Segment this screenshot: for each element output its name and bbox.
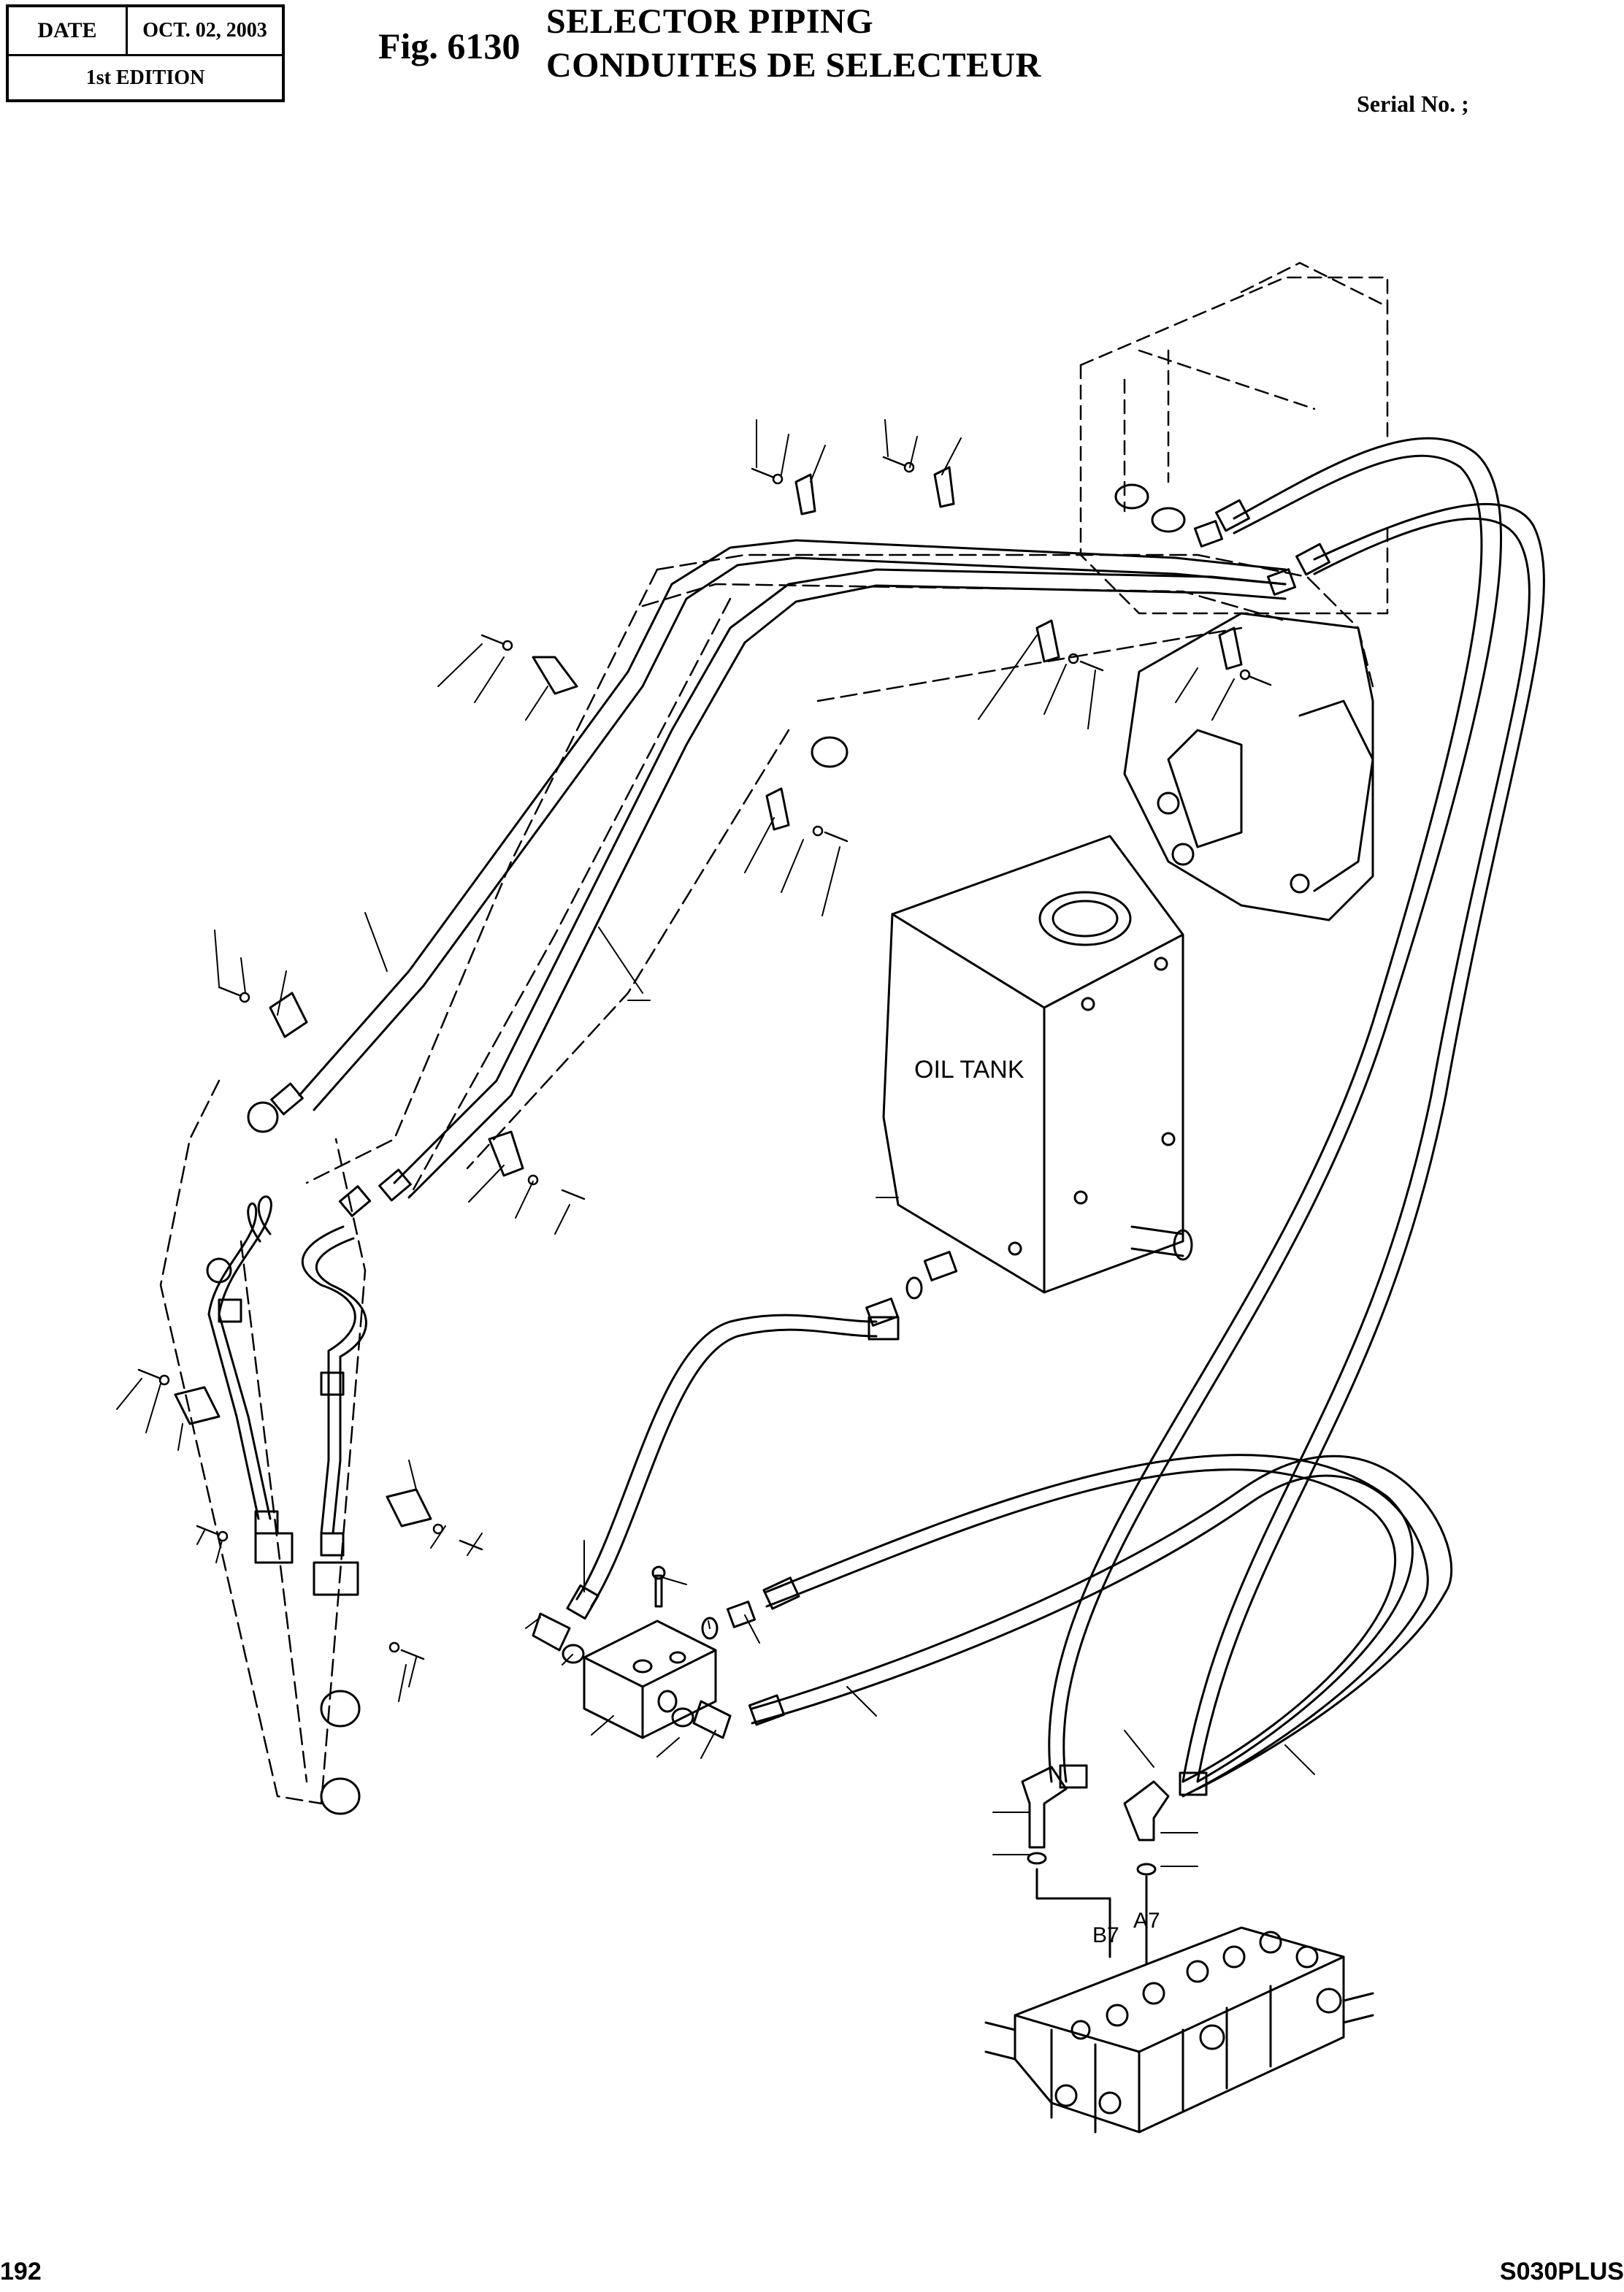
hose-lower-long	[1181, 502, 1545, 1783]
hose-fittings	[270, 499, 1330, 1796]
port-a7-label: A7	[1133, 1909, 1160, 1933]
hose-block-to-valve-a	[765, 1454, 1414, 1783]
arm-pipe-fittings	[218, 1298, 359, 1596]
leader-lines	[116, 419, 1315, 1867]
title-french: CONDUITES DE SELECTEUR	[546, 46, 1041, 85]
date-row: DATE OCT. 02, 2003	[9, 7, 282, 56]
hose-upper-long	[1048, 437, 1503, 1783]
model-name: S030PLUS	[1499, 2258, 1624, 2285]
selector-block	[532, 1565, 757, 1739]
oil-tank-label: OIL TANK	[914, 1056, 1024, 1084]
oil-tank-outline	[882, 835, 1193, 1294]
machine-cylinders	[1114, 483, 1186, 533]
arm-pins	[206, 736, 849, 1815]
boom-pipe-upper	[298, 539, 1287, 1111]
boom-outline	[305, 553, 1374, 1199]
valve-elbows	[1021, 1766, 1170, 1966]
edition-info-box: DATE OCT. 02, 2003 1st EDITION	[6, 4, 285, 102]
page-number: 192	[0, 2258, 42, 2285]
boom-pipe-lower	[393, 568, 1287, 1199]
arm-pipe-right	[301, 1225, 367, 1535]
control-valve	[984, 1926, 1374, 2134]
edition-label: 1st EDITION	[85, 66, 205, 89]
hose-tank-return	[575, 1314, 878, 1608]
bolts	[137, 456, 1272, 1660]
arm-pipe-left	[207, 1195, 272, 1520]
pipe-clamps	[174, 466, 1243, 1528]
machine-body-outline	[1079, 261, 1389, 615]
port-b7-label: B7	[1092, 1923, 1119, 1947]
date-label: DATE	[9, 7, 128, 54]
tank-outlet-fittings	[865, 1251, 958, 1327]
date-value: OCT. 02, 2003	[142, 19, 267, 42]
figure-number: Fig. 6130	[378, 26, 521, 66]
swing-bracket	[1123, 612, 1374, 921]
hose-block-to-valve-b	[751, 1454, 1453, 1798]
arm-outline	[159, 1079, 367, 1805]
serial-number-label: Serial No. ;	[1357, 91, 1469, 117]
title-english: SELECTOR PIPING	[546, 2, 874, 41]
